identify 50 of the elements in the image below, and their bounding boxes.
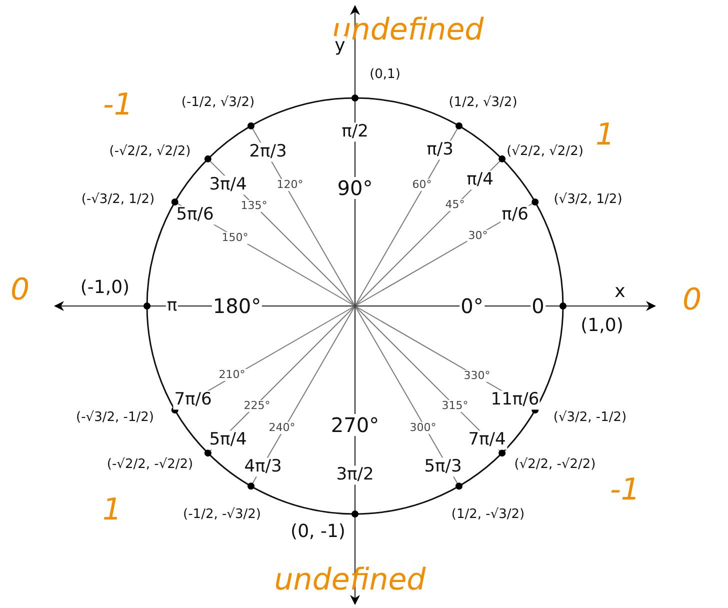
degree-label: 90°: [336, 177, 374, 199]
degree-label: 225°: [242, 400, 272, 412]
radian-label: 3π/4: [208, 176, 248, 194]
radian-label: 7π/6: [173, 390, 213, 410]
axis-label: (0, -1): [290, 522, 346, 542]
radian-label: 2π/3: [248, 142, 288, 162]
degree-label: 210°: [218, 368, 246, 382]
handwritten-note: 0: [9, 274, 31, 306]
radian-label: 3π/2: [335, 466, 375, 484]
handwritten-note: -1: [609, 474, 641, 506]
radian-label: 7π/4: [467, 430, 507, 450]
radian-label: 5π/4: [208, 430, 248, 450]
coordinate-label: (-1/2, √3/2): [180, 96, 256, 110]
degree-label: 300°: [408, 422, 438, 434]
coordinate-label: (-√2/2, √2/2): [108, 144, 192, 160]
radian-label: 4π/3: [243, 458, 283, 476]
coordinate-label: (1/2, √3/2): [448, 96, 518, 110]
coordinate-label: (√3/2, 1/2): [552, 192, 624, 208]
coordinate-label: (√2/2, √2/2): [506, 144, 584, 160]
degree-label: 45°: [444, 198, 466, 212]
degree-label: 120°: [276, 178, 304, 192]
axis-label: (-1,0): [79, 278, 131, 298]
degree-label: 150°: [220, 232, 250, 244]
degree-label: 270°: [330, 414, 380, 436]
coordinate-label: (0,1): [368, 68, 402, 82]
handwritten-note: -1: [102, 88, 134, 122]
radian-label: 5π/6: [175, 206, 215, 224]
coordinate-label: (-√2/2, -√2/2): [106, 458, 194, 472]
handwritten-note: 1: [101, 494, 123, 526]
degree-label: 60°: [411, 178, 433, 192]
coordinate-label: (-1/2, -√3/2): [182, 508, 262, 522]
radian-label: π/4: [466, 170, 494, 190]
coordinate-label: (-√3/2, -1/2): [75, 410, 155, 426]
degree-label: 315°: [440, 400, 470, 412]
coordinate-label: (1/2, -√3/2): [450, 508, 526, 522]
radian-label: π/2: [340, 122, 370, 142]
degree-label: 30°: [467, 230, 489, 242]
degree-label: 240°: [268, 422, 296, 434]
coordinate-label: (√3/2, -1/2): [552, 410, 628, 426]
coordinate-label: (-√3/2, 1/2): [80, 192, 156, 208]
radian-label: 5π/3: [423, 458, 463, 476]
radian-label: 11π/6: [490, 390, 540, 410]
degree-label: 135°: [240, 200, 268, 212]
handwritten-note: 1: [594, 118, 616, 152]
handwritten-note: 0: [681, 284, 703, 316]
coordinate-label: (√2/2, -√2/2): [513, 458, 597, 472]
degree-label: 330°: [462, 370, 492, 382]
radian-label: π/3: [426, 140, 454, 160]
radian-label: π/6: [500, 206, 530, 224]
axis-label: (1,0): [580, 316, 624, 336]
